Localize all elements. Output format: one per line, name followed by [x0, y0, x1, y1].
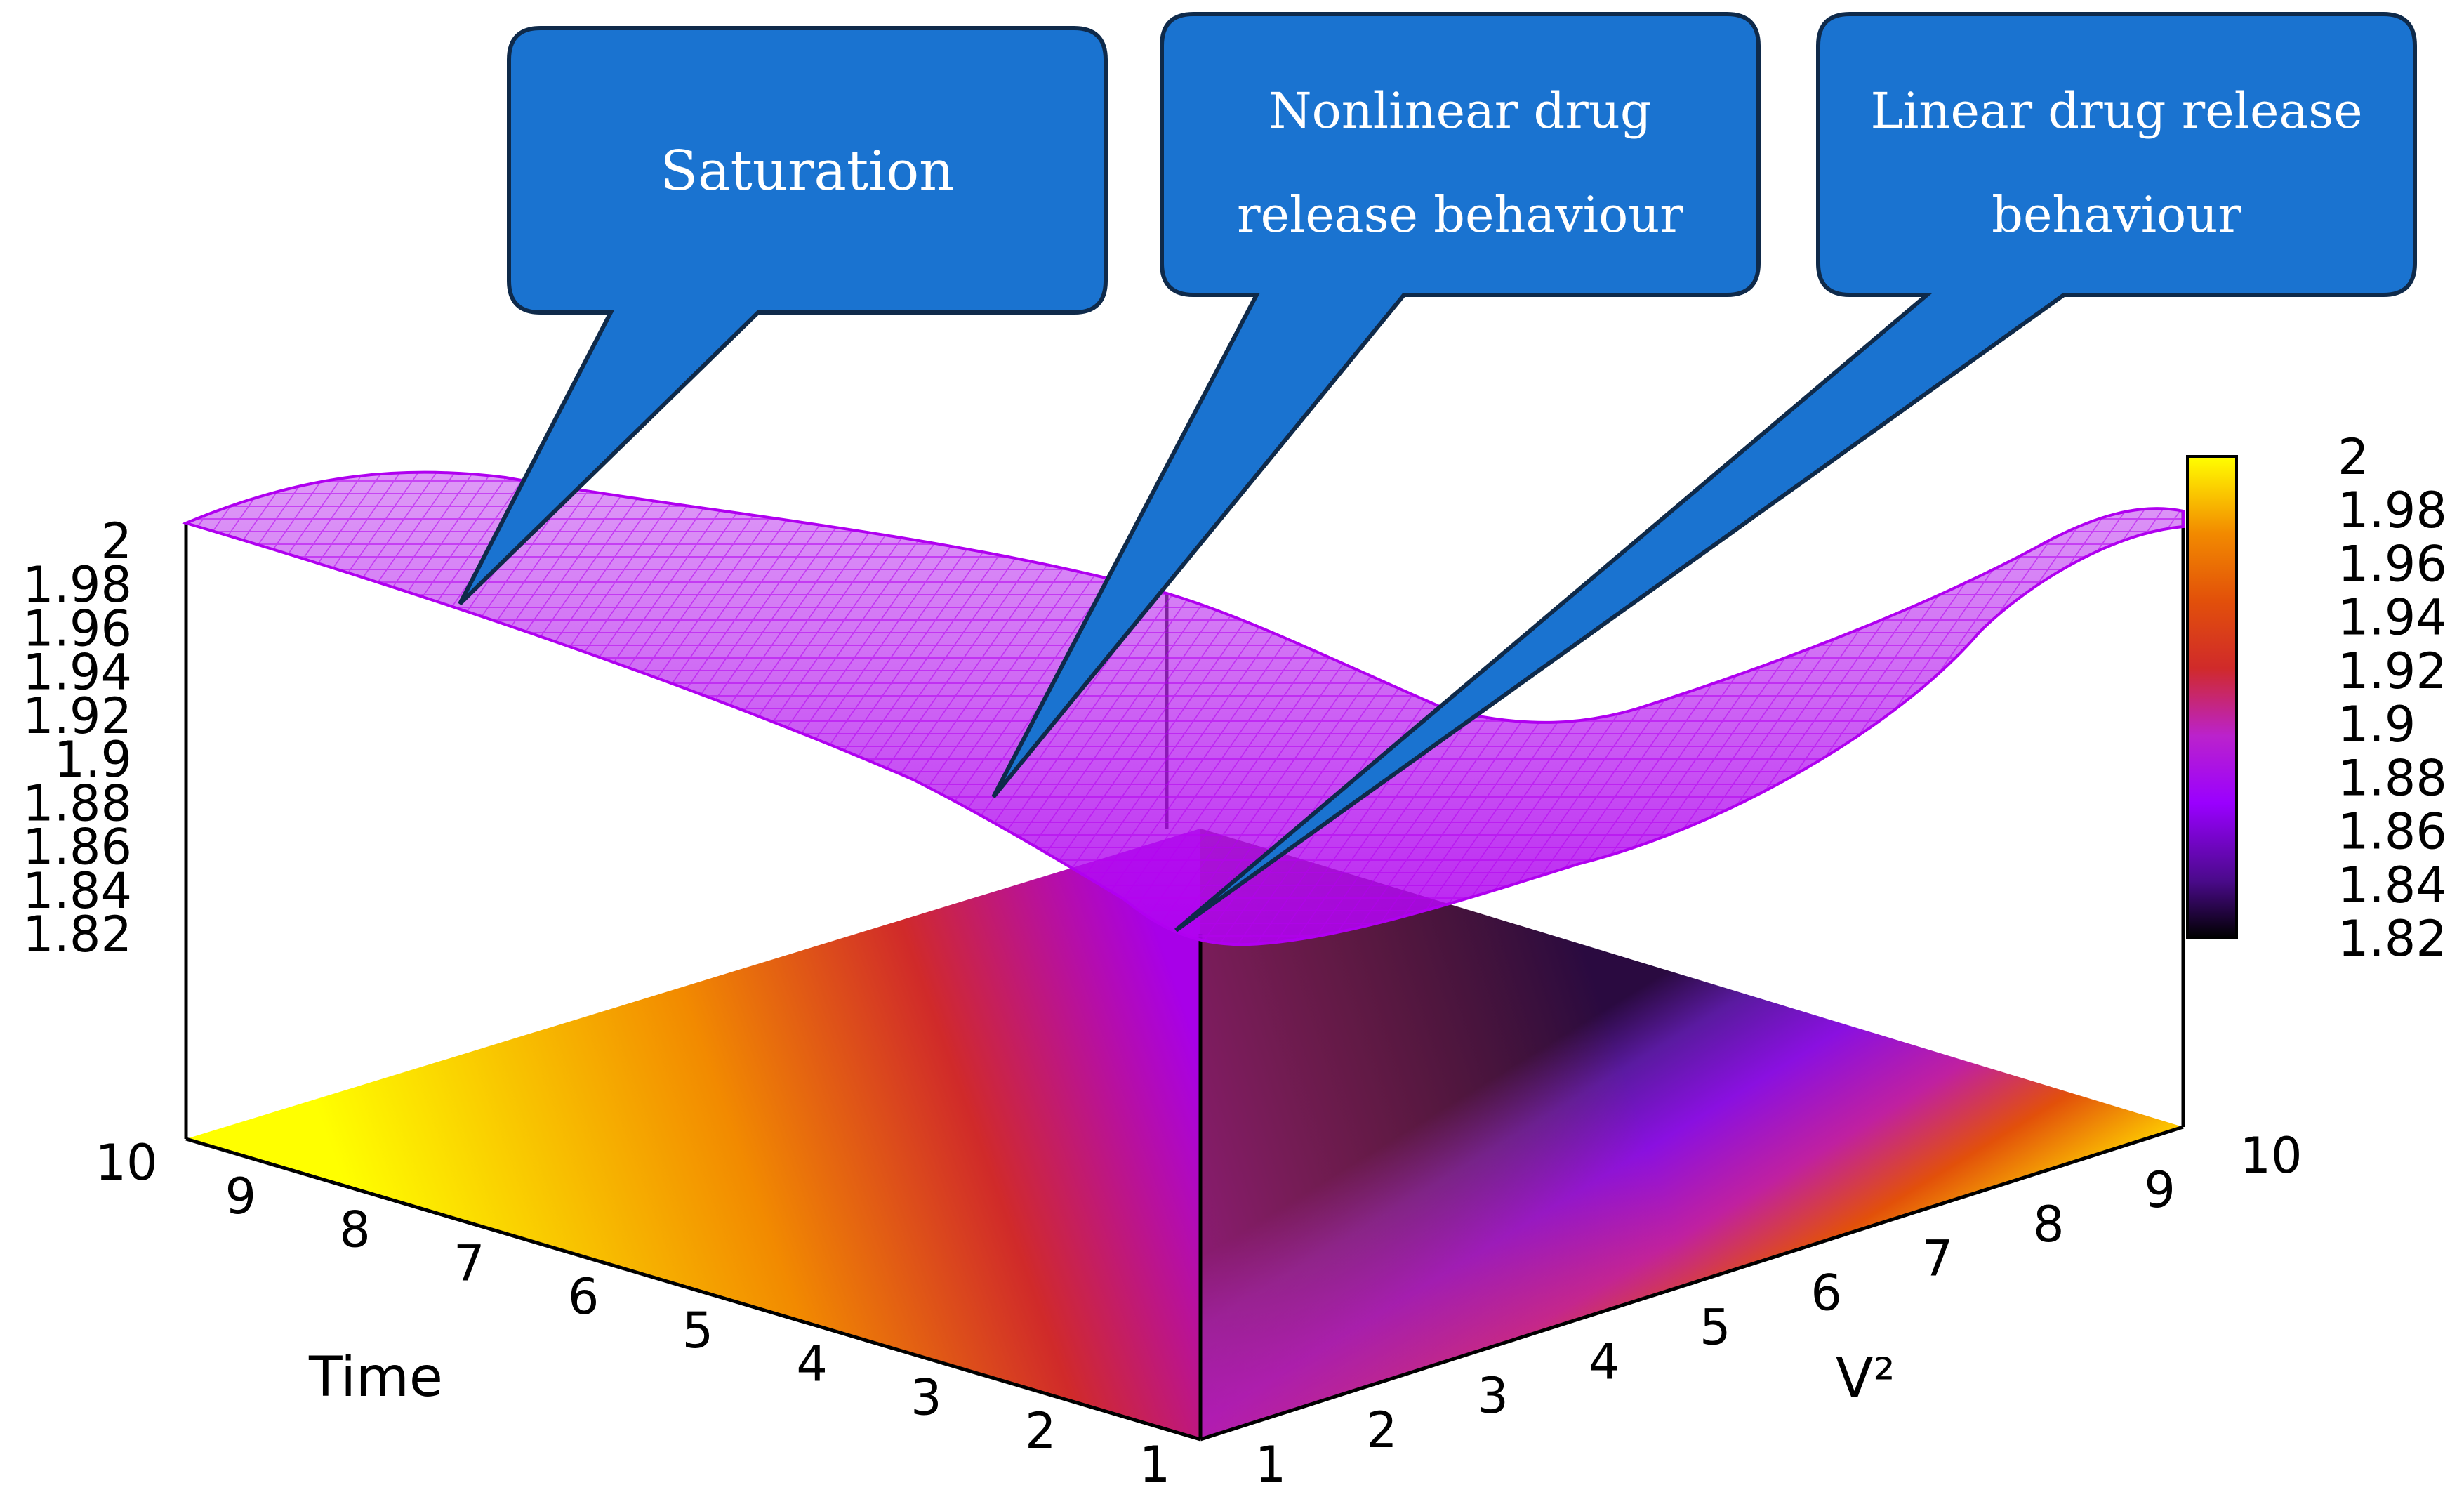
surface-mesh-grid — [186, 472, 2183, 945]
v2-tick-label: 2 — [1366, 1401, 1398, 1459]
base-right-overlay — [1200, 829, 2183, 1439]
v2-axis-label: V² — [1836, 1347, 1895, 1411]
axis-frame — [184, 511, 2185, 1442]
time-tick-label: 8 — [339, 1201, 371, 1259]
callout-saturation-text: Saturation — [661, 140, 955, 203]
colorbar-tick-label: 1.86 — [2338, 803, 2447, 861]
time-tick-label: 7 — [453, 1234, 485, 1292]
z-tick-label: 1.92 — [22, 687, 132, 745]
v2-tick-label: 9 — [2144, 1161, 2175, 1219]
colorbar-tick-label: 1.92 — [2338, 642, 2447, 700]
colorbar: 1.821.841.861.881.91.921.941.961.982 — [2186, 428, 2447, 968]
colorbar-tick-label: 1.94 — [2338, 589, 2447, 647]
colorbar-ticks: 1.821.841.861.881.91.921.941.961.982 — [2338, 428, 2447, 968]
time-tick-label: 9 — [225, 1168, 257, 1225]
colorbar-tick-label: 1.82 — [2338, 910, 2447, 968]
v2-tick-label: 10 — [2239, 1127, 2302, 1185]
callout-linear-shape — [1174, 12, 2417, 932]
callout-linear-line-2: behaviour — [1992, 186, 2241, 244]
v2-tick-label: 1 — [1255, 1436, 1287, 1493]
colorbar-tick-label: 1.96 — [2338, 535, 2447, 593]
time-tick-label: 5 — [682, 1302, 714, 1359]
callout-nonlinear-line-1: Nonlinear drug — [1269, 82, 1651, 140]
time-tick-label: 3 — [910, 1368, 942, 1426]
z-tick-label: 1.94 — [22, 644, 132, 701]
callout-nonlinear-shape — [991, 12, 1761, 798]
z-tick-label: 1.86 — [22, 819, 132, 876]
callout-saturation: Saturation — [458, 26, 1108, 606]
callout-linear: Linear drug release behaviour — [1174, 12, 2417, 932]
time-tick-label: 4 — [796, 1335, 828, 1393]
z-axis-ticks: 1.821.841.861.881.91.921.941.961.982 — [22, 513, 132, 963]
v2-tick-label: 7 — [1922, 1230, 1954, 1288]
callout-nonlinear-line-2: release behaviour — [1237, 186, 1683, 244]
time-tick-label: 10 — [95, 1134, 157, 1192]
callout-linear-line-1: Linear drug release — [1870, 82, 2362, 140]
z-tick-label: 1.96 — [22, 600, 132, 657]
v2-tick-label: 8 — [2033, 1196, 2065, 1253]
v2-tick-label: 3 — [1477, 1367, 1509, 1425]
v2-tick-label: 4 — [1589, 1333, 1620, 1390]
time-axis-ticks: 1 2 3 4 5 6 7 8 9 10 — [95, 1134, 1170, 1493]
time-tick-label: 2 — [1025, 1402, 1057, 1460]
colorbar-tick-label: 1.98 — [2338, 482, 2447, 539]
mesh-surface — [182, 470, 2185, 946]
frame-right-base — [1200, 1125, 2184, 1442]
time-tick-label: 1 — [1139, 1436, 1171, 1493]
z-tick-label: 1.82 — [22, 906, 132, 963]
z-tick-label: 1.9 — [54, 731, 132, 789]
v2-axis-ticks: 1 2 3 4 5 6 7 8 9 10 — [1255, 1127, 2303, 1493]
colorbar-tick-label: 1.88 — [2338, 749, 2447, 807]
v2-tick-label: 5 — [1700, 1298, 1731, 1356]
z-tick-label: 1.84 — [22, 862, 132, 920]
z-tick-label: 1.88 — [22, 774, 132, 832]
colorbar-tick-label: 2 — [2338, 428, 2369, 486]
colorbar-tick-label: 1.9 — [2338, 696, 2416, 753]
callout-saturation-shape — [458, 26, 1108, 606]
time-axis-label: Time — [308, 1346, 443, 1409]
z-tick-label: 1.98 — [22, 556, 132, 614]
v2-tick-label: 6 — [1810, 1265, 1842, 1322]
base-left-face — [186, 829, 1200, 1439]
colorbar-tick-label: 1.84 — [2338, 857, 2447, 914]
colorbar-gradient — [2186, 455, 2238, 939]
callout-nonlinear: Nonlinear drug release behaviour — [991, 12, 1761, 798]
time-tick-label: 6 — [568, 1268, 600, 1326]
base-projection — [186, 829, 2183, 1439]
z-tick-label: 2 — [100, 513, 132, 570]
frame-left-base — [185, 1137, 1201, 1442]
